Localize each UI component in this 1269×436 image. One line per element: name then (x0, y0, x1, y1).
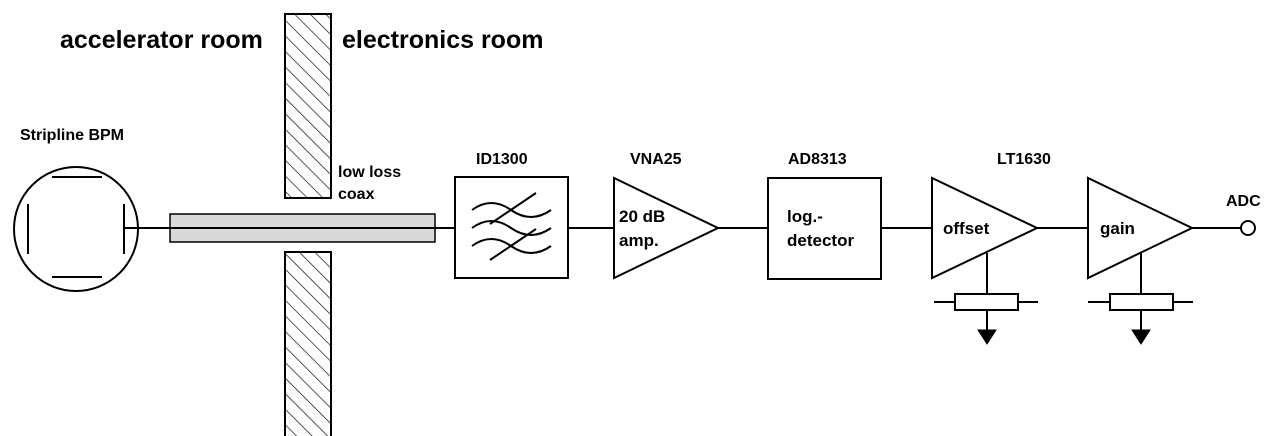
detector-detector-text: detector (787, 231, 854, 250)
coax-label-line2: coax (338, 186, 375, 203)
offset-trim-potentiometer (934, 253, 1038, 345)
offset-arrow-icon (977, 329, 997, 345)
amplifier-label: VNA25 (630, 151, 682, 168)
offset-amplifier-triangle (931, 176, 1040, 280)
coax-cable (124, 213, 455, 243)
electronics-room-label: electronics room (342, 26, 543, 54)
gain-text: gain (1100, 219, 1135, 238)
wall-upper-section (284, 13, 332, 199)
stripline-bpm-symbol (13, 166, 139, 292)
log-detector-box (767, 177, 882, 280)
bpm-label: Stripline BPM (20, 127, 124, 144)
amplifier-triangle (613, 176, 721, 280)
detector-label: AD8313 (788, 151, 847, 168)
wall-lower-section (284, 251, 332, 436)
filter-slash-top (489, 192, 537, 225)
coax-label-line1: low loss (338, 164, 401, 181)
filter-label: ID1300 (476, 151, 528, 168)
amplifier-amp-text: amp. (619, 231, 659, 250)
filter-slash-bottom (489, 228, 537, 261)
amplifier-gain-text: 20 dB (619, 207, 665, 226)
gain-trim-potentiometer (1088, 253, 1193, 345)
accelerator-room-label: accelerator room (60, 26, 263, 54)
opamp-label: LT1630 (997, 151, 1051, 168)
filter-wave-middle (471, 220, 552, 236)
adc-label: ADC (1226, 193, 1261, 210)
wall (284, 13, 332, 436)
offset-text: offset (943, 219, 990, 238)
gain-arrow-icon (1131, 329, 1151, 345)
bandpass-filter-box (454, 176, 569, 279)
adc-terminal-icon (1240, 220, 1256, 236)
detector-log-text: log.- (787, 207, 823, 226)
